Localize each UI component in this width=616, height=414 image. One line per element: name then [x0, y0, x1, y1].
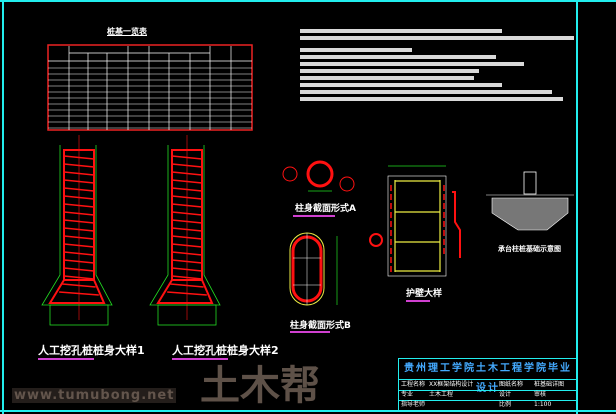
watermark-url: www.tumubong.net	[12, 388, 177, 403]
watermark-logo: 土木帮	[200, 363, 320, 409]
section-a-label: 柱身截面形式A	[295, 204, 356, 214]
tb-cell: 1:100	[534, 401, 552, 408]
foundation-schematic-drawing	[486, 171, 574, 231]
tb-cell: 审核	[534, 391, 547, 398]
pile-detail-1-label: 人工挖孔桩桩身大样1	[38, 344, 145, 357]
title-block-title: 贵州理工学院土木工程学院毕业设计	[399, 359, 577, 394]
pile-detail-2-drawing	[149, 135, 221, 326]
pile-schedule-table	[47, 44, 253, 131]
tb-cell: 比例	[499, 401, 512, 408]
pile-detail-2-label: 人工挖孔桩桩身大样2	[172, 344, 279, 357]
section-b-drawing	[289, 232, 338, 306]
tb-cell: 图纸名称	[499, 381, 524, 388]
foundation-label: 承台柱桩基础示意图	[498, 245, 561, 253]
design-notes	[300, 26, 580, 104]
guard-wall-label: 护壁大样	[406, 289, 443, 299]
tb-cell: 工程名称	[401, 381, 426, 388]
section-b-label: 柱身截面形式B	[290, 321, 351, 331]
table-title: 桩基一览表	[107, 27, 147, 36]
tb-cell: 土木工程	[429, 391, 454, 398]
tb-cell: 专业	[401, 391, 414, 398]
tb-cell: XX框架结构设计	[429, 381, 474, 388]
pile-detail-1-drawing	[41, 135, 113, 326]
tb-cell: 设计	[499, 391, 512, 398]
section-a-drawing	[282, 160, 355, 192]
tb-cell: 指导老师	[401, 401, 426, 408]
guard-wall-drawing	[369, 165, 461, 277]
tb-cell: 桩基础详图	[534, 381, 565, 388]
